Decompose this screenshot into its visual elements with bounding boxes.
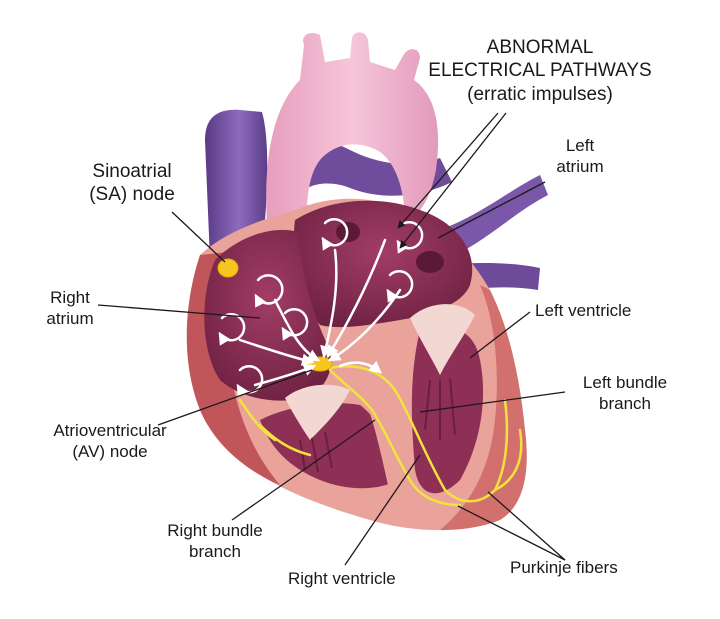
leader-purkinje-2 bbox=[457, 505, 566, 561]
label-right-ventricle: Right ventricle bbox=[288, 569, 396, 588]
right-wall-shadow bbox=[440, 285, 527, 530]
label-left-ventricle: Left ventricle bbox=[535, 301, 632, 320]
sa-node bbox=[217, 258, 239, 278]
title-line-1: ABNORMAL bbox=[486, 37, 594, 58]
title-line-3: (erratic impulses) bbox=[467, 84, 613, 105]
right-bundle-branch-path bbox=[328, 368, 462, 507]
leader-left-bundle bbox=[419, 391, 566, 413]
left-ventricle-chamber bbox=[411, 326, 484, 494]
leader-title-2 bbox=[399, 112, 507, 249]
leader-title-1 bbox=[397, 112, 499, 229]
title-line-2: ELECTRICAL PATHWAYS bbox=[428, 60, 652, 81]
label-left-bundle-branch: Left bundle branch bbox=[582, 373, 668, 413]
av-node bbox=[307, 356, 333, 372]
leader-right-ventricle bbox=[344, 454, 421, 566]
leader-right-atrium bbox=[97, 304, 261, 319]
leader-av-node bbox=[157, 369, 313, 426]
tricuspid-valve bbox=[285, 384, 350, 440]
label-av-node: Atrioventricular (AV) node bbox=[53, 421, 167, 461]
leader-sa-node bbox=[171, 211, 226, 263]
pulmonary-vein-opening-2 bbox=[416, 251, 444, 273]
leader-lines bbox=[97, 112, 566, 566]
label-right-bundle-branch: Right bundle branch bbox=[167, 521, 263, 561]
label-purkinje-fibers: Purkinje fibers bbox=[510, 558, 618, 577]
leader-purkinje-1 bbox=[487, 491, 566, 561]
leader-left-ventricle bbox=[469, 311, 531, 359]
leader-right-bundle bbox=[231, 419, 376, 521]
purkinje-fibers-right bbox=[238, 398, 312, 457]
purkinje-fibers-left bbox=[493, 398, 523, 492]
chordae-tendineae bbox=[299, 377, 456, 473]
label-left-atrium: Left atrium bbox=[556, 136, 604, 176]
leader-left-atrium bbox=[437, 181, 546, 239]
aortic-arch bbox=[266, 32, 439, 235]
mitral-valve bbox=[410, 304, 475, 375]
heart-body bbox=[186, 198, 527, 531]
right-ventricle-chamber bbox=[260, 403, 398, 489]
label-right-atrium: Right atrium bbox=[46, 288, 94, 328]
interventricular-septum bbox=[350, 343, 410, 493]
label-sa-node: Sinoatrial (SA) node bbox=[89, 161, 175, 205]
superior-vena-cava bbox=[205, 109, 268, 260]
